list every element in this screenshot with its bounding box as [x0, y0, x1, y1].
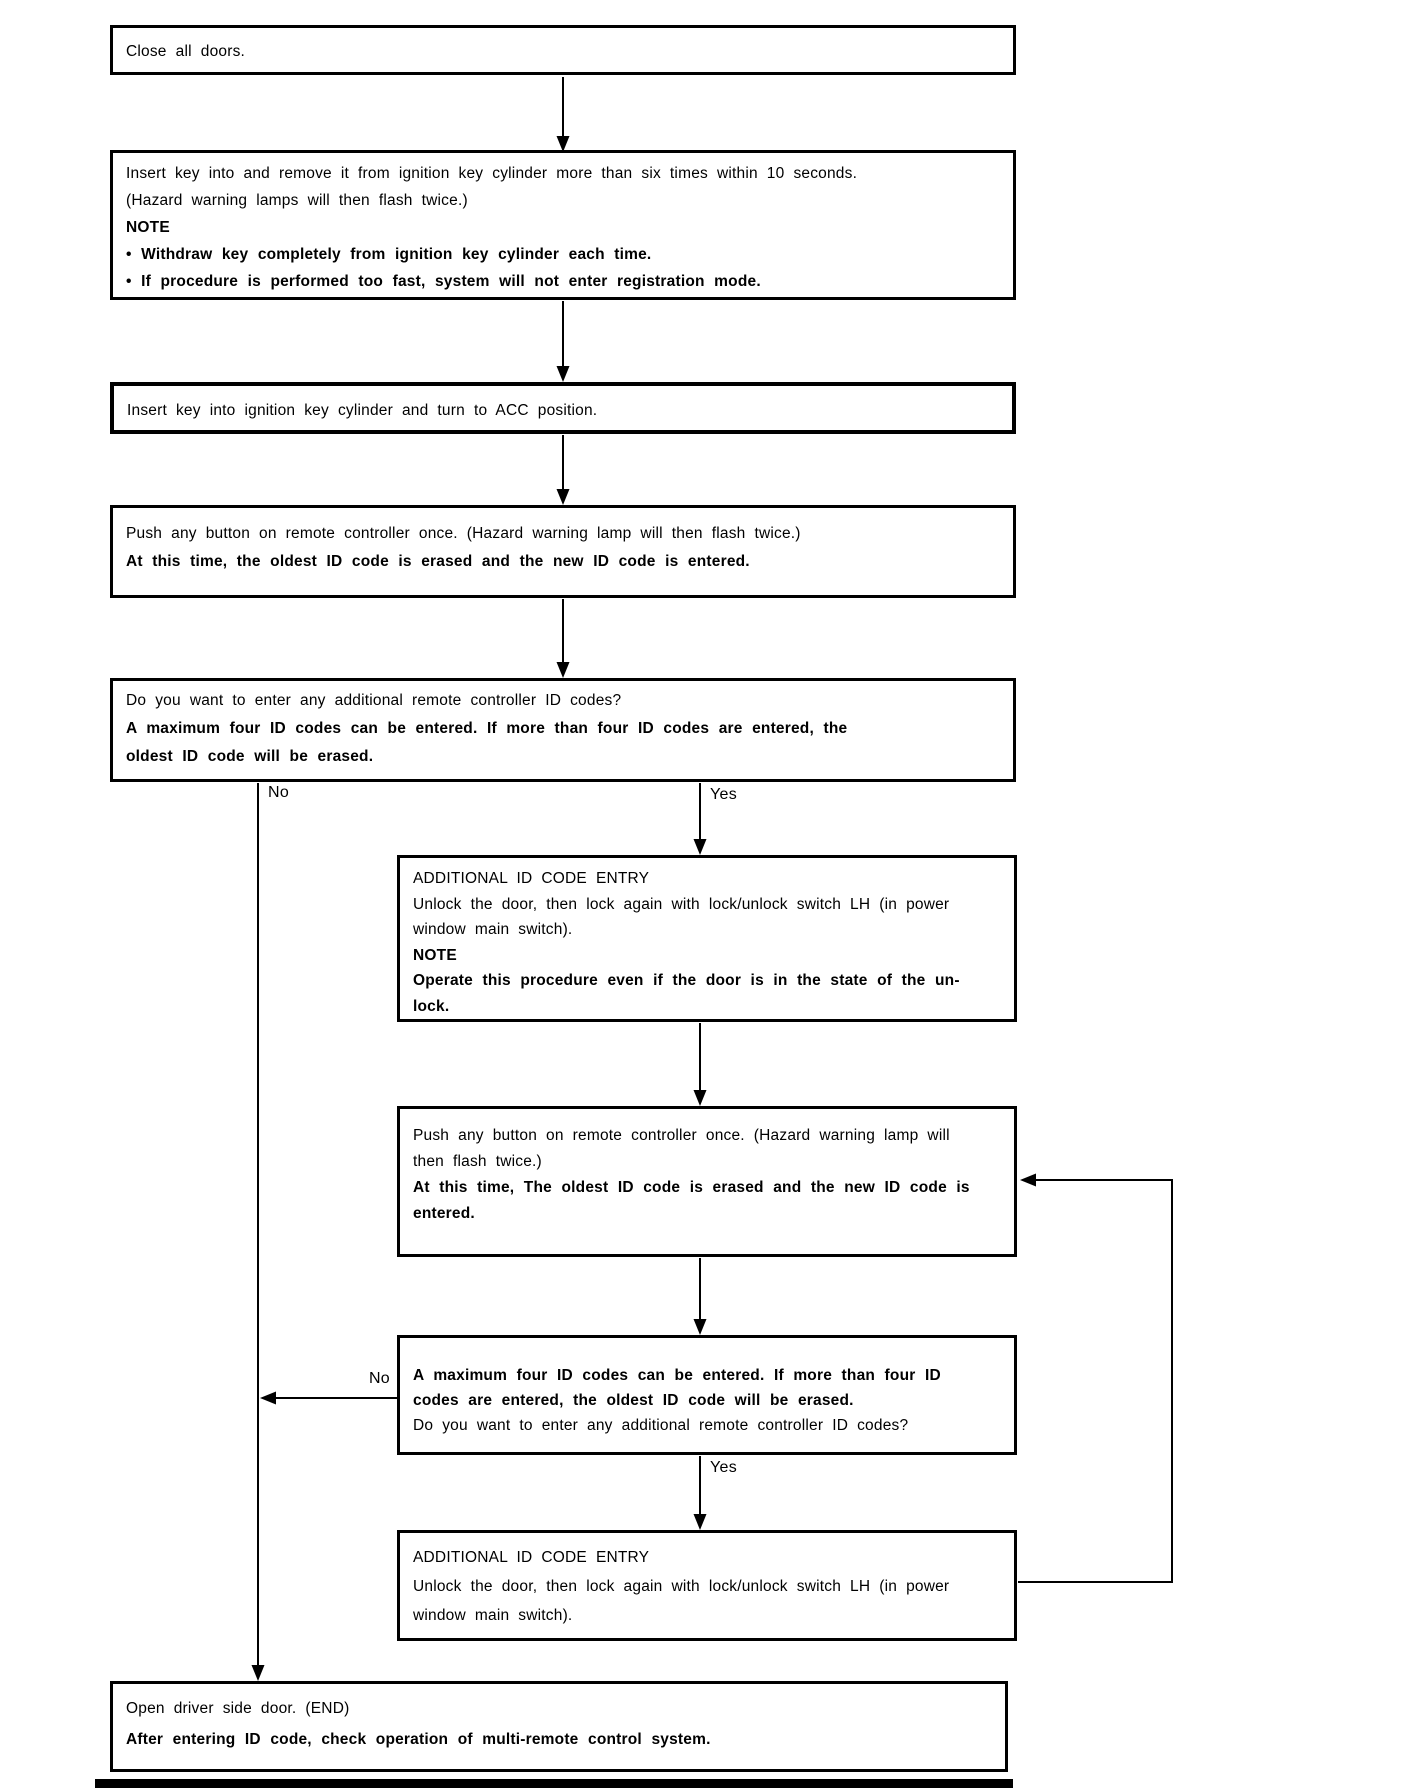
node-text-line: Open driver side door. (END) [126, 1700, 350, 1717]
node-text-line: A maximum four ID codes can be entered. … [126, 720, 848, 737]
node-text-line: Insert key into ignition key cylinder an… [127, 402, 598, 419]
node-text-line: window main switch). [413, 921, 573, 938]
node-text-line: Push any button on remote controller onc… [413, 1127, 950, 1144]
node-text-line: then flash twice.) [413, 1153, 542, 1170]
arrowhead-entry1-to-push [693, 1090, 707, 1106]
node-text-line: (Hazard warning lamps will then flash tw… [126, 192, 468, 209]
edge-label-yes-1: Yes [710, 786, 738, 803]
node-key-insert-remove: Insert key into and remove it from ignit… [110, 150, 1016, 300]
node-text-line: Unlock the door, then lock again with lo… [413, 895, 950, 913]
node-text-line: Do you want to enter any additional remo… [126, 692, 622, 709]
connector-feedback-loop [1018, 1179, 1173, 1583]
page-divider-bar [95, 1779, 1013, 1788]
node-text-line: Unlock the door, then lock again with lo… [413, 1578, 950, 1595]
node-text-line: • Withdraw key completely from ignition … [126, 246, 652, 263]
node-additional-id-entry-2: ADDITIONAL ID CODE ENTRY Unlock the door… [397, 1530, 1017, 1641]
arrowhead-branch1-yes [693, 839, 707, 855]
node-additional-id-entry-1: ADDITIONAL ID CODE ENTRY Unlock the door… [397, 855, 1017, 1022]
node-text-line: ADDITIONAL ID CODE ENTRY [413, 870, 650, 887]
node-push-button-first: Push any button on remote controller onc… [110, 505, 1016, 598]
edge-label-yes-2: Yes [710, 1459, 738, 1476]
node-text-line: Push any button on remote controller onc… [126, 525, 801, 542]
node-open-door-end: Open driver side door. (END) After enter… [110, 1681, 1008, 1772]
arrowhead-insert-to-acc [556, 366, 570, 382]
edge-label-no-1: No [268, 784, 290, 801]
edge-label-no-2: No [368, 1370, 390, 1387]
node-text-line: A maximum four ID codes can be entered. … [413, 1367, 941, 1384]
node-text-line: • If procedure is performed too fast, sy… [126, 273, 761, 290]
node-text-line: At this time, The oldest ID code is eras… [413, 1179, 970, 1196]
node-text-line: oldest ID code will be erased. [126, 748, 374, 765]
node-key-acc: Insert key into ignition key cylinder an… [110, 382, 1016, 434]
node-text-line: Operate this procedure even if the door … [413, 972, 960, 989]
node-text-line: After entering ID code, check operation … [126, 1731, 711, 1748]
node-text-line: codes are entered, the oldest ID code wi… [413, 1392, 854, 1409]
node-text-line: window main switch). [413, 1607, 573, 1624]
arrowhead-branch1-no [251, 1665, 265, 1681]
node-max-codes-question: A maximum four ID codes can be entered. … [397, 1335, 1017, 1455]
arrowhead-branch2-no [260, 1391, 276, 1405]
node-text-line: Close all doors. [126, 43, 246, 60]
node-text-line: entered. [413, 1205, 475, 1222]
node-text-line: ADDITIONAL ID CODE ENTRY [413, 1549, 650, 1566]
arrowhead-branch2-yes [693, 1514, 707, 1530]
node-push-button-loop: Push any button on remote controller onc… [397, 1106, 1017, 1257]
node-text-line: At this time, the oldest ID code is eras… [126, 553, 750, 570]
node-text-line: lock. [413, 997, 450, 1015]
node-text-line: Insert key into and remove it from ignit… [126, 165, 858, 182]
node-text-line: NOTE [126, 219, 170, 236]
node-text-line: Do you want to enter any additional remo… [413, 1417, 909, 1434]
arrowhead-feedback-loop [1020, 1173, 1036, 1187]
node-text-line: NOTE [413, 946, 457, 964]
arrowhead-push-to-maxcodes [693, 1319, 707, 1335]
node-close-doors: Close all doors. [110, 25, 1016, 75]
arrowhead-acc-to-push [556, 489, 570, 505]
node-additional-codes-question: Do you want to enter any additional remo… [110, 678, 1016, 782]
arrowhead-push-to-question [556, 662, 570, 678]
